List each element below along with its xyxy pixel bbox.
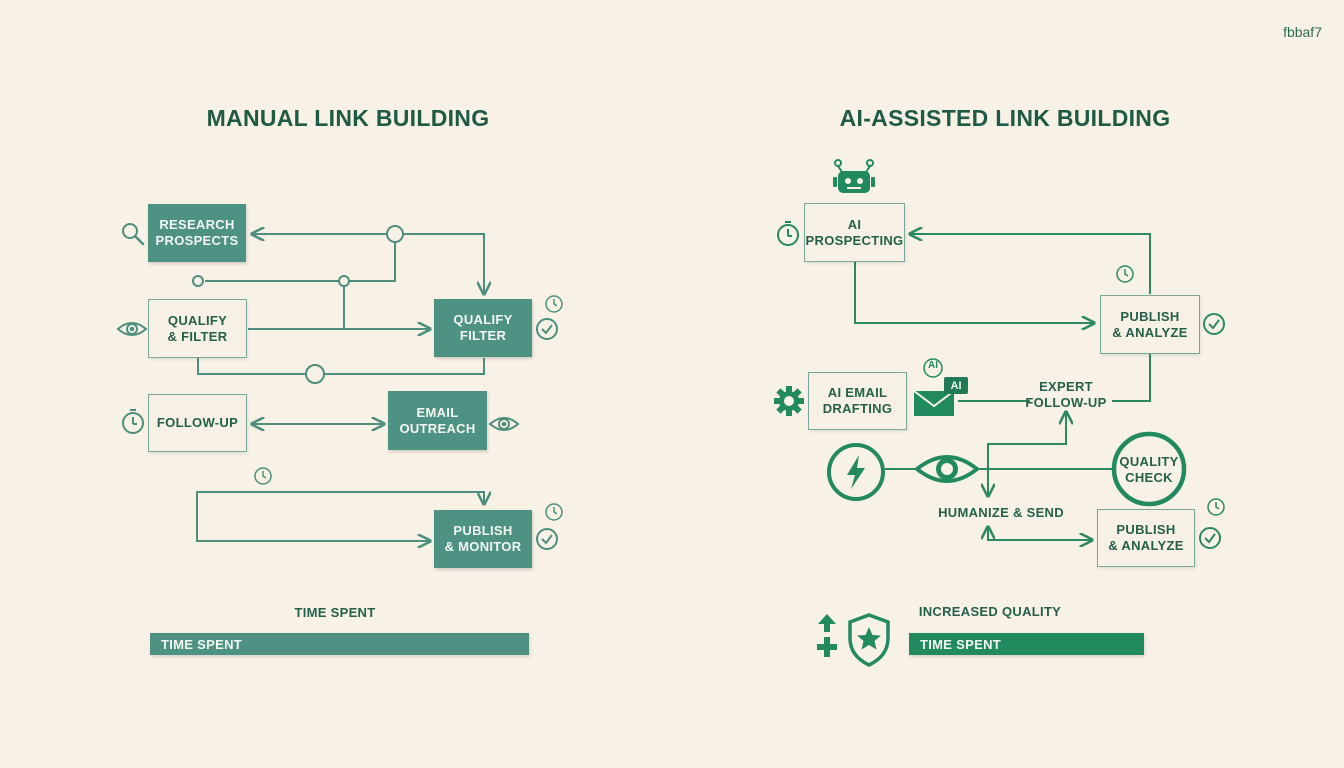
envelope-icon xyxy=(913,390,955,416)
ai-line-top xyxy=(910,234,1151,294)
ai-circle-badge xyxy=(923,358,943,378)
image-code: fbbaf7 xyxy=(1283,24,1322,40)
check-circle-icon xyxy=(1199,527,1221,549)
manual-title: MANUAL LINK BUILDING xyxy=(206,105,490,131)
ai-email-drafting-box: AI EMAIL DRAFTING xyxy=(808,372,907,430)
clock-icon xyxy=(254,467,272,485)
node-circle xyxy=(192,275,204,287)
arrow-up-icon xyxy=(818,614,836,632)
research-prospects-box: RESEARCH PROSPECTS xyxy=(148,204,246,262)
manual-line-branch xyxy=(205,234,396,282)
plus-icon xyxy=(817,637,837,657)
node-circle xyxy=(386,225,404,243)
check-circle-icon xyxy=(536,318,558,340)
ai-time-bar: TIME SPENT xyxy=(909,633,1144,655)
ai-line-humanize xyxy=(988,412,1066,496)
robot-icon xyxy=(833,159,875,193)
qualify-filter-box: QUALIFY & FILTER xyxy=(148,299,247,358)
clock-icon xyxy=(1207,498,1225,516)
eye-icon xyxy=(116,322,148,336)
node-circle xyxy=(338,275,350,287)
lightning-icon xyxy=(827,443,885,501)
ai-line-publish-bottom xyxy=(988,527,1092,540)
publish-monitor-box: PUBLISH & MONITOR xyxy=(434,510,532,568)
expert-follow-up-label: EXPERT FOLLOW-UP xyxy=(1025,379,1107,410)
ai-circle-badge-text: AI xyxy=(928,360,938,371)
quality-check-label: QUALITY CHECK xyxy=(1119,454,1179,485)
qualify-filter-right-box: QUALIFY FILTER xyxy=(434,299,532,357)
clock-icon xyxy=(1116,265,1134,283)
follow-up-box: FOLLOW-UP xyxy=(148,394,247,452)
manual-line-loop xyxy=(197,358,485,375)
eye-icon xyxy=(914,455,980,483)
manual-line-research xyxy=(252,234,484,294)
manual-time-bar: TIME SPENT xyxy=(150,633,529,655)
search-icon xyxy=(122,223,145,246)
stopwatch-icon xyxy=(122,409,144,434)
clock-icon xyxy=(545,295,563,313)
publish-analyze-bottom-box: PUBLISH & ANALYZE xyxy=(1097,509,1195,567)
ai-line-right-down xyxy=(1112,354,1151,402)
shield-star-icon xyxy=(848,613,890,667)
check-circle-icon xyxy=(536,528,558,550)
gear-icon xyxy=(774,386,804,416)
email-outreach-box: EMAIL OUTREACH xyxy=(388,391,487,450)
ai-badge: AI xyxy=(944,377,968,394)
ai-title: AI-ASSISTED LINK BUILDING xyxy=(839,105,1171,131)
stopwatch-icon xyxy=(777,221,799,246)
eye-icon xyxy=(488,417,520,431)
manual-time-label: TIME SPENT xyxy=(294,605,376,620)
increased-quality-label: INCREASED QUALITY xyxy=(918,604,1062,619)
humanize-send-label: HUMANIZE & SEND xyxy=(938,505,1064,520)
manual-line-publish xyxy=(196,491,484,541)
ai-prospecting-box: AI PROSPECTING xyxy=(804,203,905,262)
publish-analyze-top-box: PUBLISH & ANALYZE xyxy=(1100,295,1200,354)
node-circle xyxy=(305,364,325,384)
quality-check-circle xyxy=(1111,431,1187,507)
ai-line-prospect-publish xyxy=(854,262,1094,323)
check-circle-icon xyxy=(1203,313,1225,335)
clock-icon xyxy=(545,503,563,521)
